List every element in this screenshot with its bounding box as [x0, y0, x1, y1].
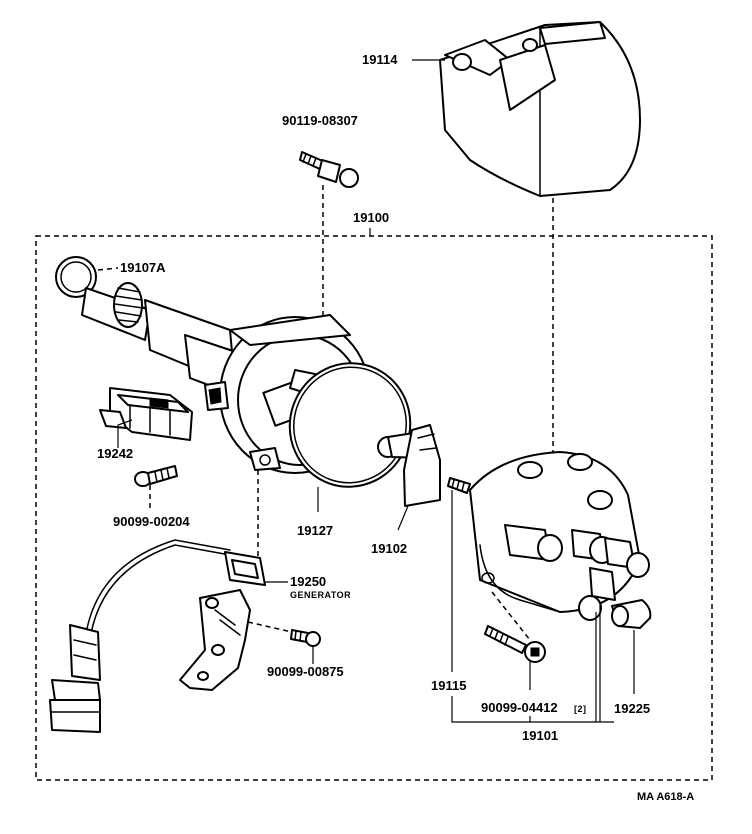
label-19100: 19100: [353, 210, 389, 225]
leader-19107a: [97, 267, 119, 271]
terminal-cap-drawing: [611, 599, 652, 629]
label-90099-00204: 90099-00204: [113, 514, 190, 529]
label-19107a: 19107A: [120, 260, 166, 275]
figure-code: MA A618-A: [637, 791, 694, 803]
rotor-drawing: [377, 424, 441, 507]
generator-screw-drawing: [290, 629, 321, 647]
label-19225: 19225: [614, 701, 650, 716]
assy-19100-border: [35, 235, 713, 781]
dash-generator-screw: [247, 621, 293, 633]
o-ring-drawing: [55, 256, 97, 298]
label-19127: 19127: [297, 523, 333, 538]
distributor-cap-drawing: [469, 451, 650, 621]
terminal-screw-drawing: [447, 477, 471, 494]
generator-drawing: [49, 539, 266, 733]
label-19102: 19102: [371, 541, 407, 556]
o-ring-inner: [60, 261, 92, 293]
label-19250-generator: GENERATOR: [290, 590, 351, 600]
label-19114: 19114: [362, 52, 398, 67]
label-19250: 19250: [290, 574, 326, 589]
label-90099-04412-qty: [2]: [574, 704, 587, 714]
cap-bolt-drawing: [484, 625, 546, 663]
label-90099-04412: 90099-04412: [481, 700, 558, 715]
label-19242: 19242: [97, 446, 133, 461]
label-19115: 19115: [431, 678, 466, 693]
igniter-drawing: [99, 387, 193, 441]
cap-screw-drawing: [299, 151, 359, 188]
leader-19242: [117, 419, 133, 448]
leader-19102: [397, 505, 409, 531]
dash-cap-bolt: [491, 591, 531, 641]
bracket-19101: [451, 604, 614, 723]
label-90099-00875: 90099-00875: [267, 664, 344, 679]
cap-cover-drawing: [439, 21, 641, 197]
igniter-screw-drawing: [134, 465, 178, 487]
label-90119-08307: 90119-08307: [282, 113, 358, 128]
label-19101: 19101: [522, 728, 558, 743]
